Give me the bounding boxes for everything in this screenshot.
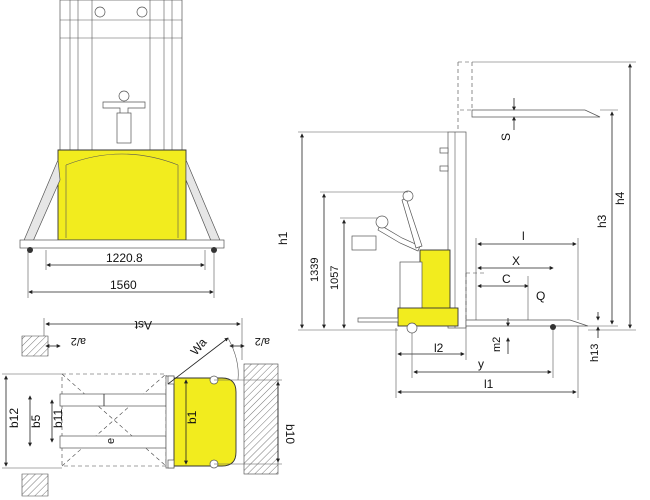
lowered-fork [465, 319, 589, 327]
label-1339: 1339 [309, 258, 321, 282]
label-h3: h3 [595, 214, 609, 228]
label-b12: b12 [7, 408, 21, 428]
label-s: S [499, 133, 513, 141]
label-1057: 1057 [329, 266, 341, 290]
platform-housing [399, 261, 423, 311]
label-l2: l2 [434, 341, 444, 355]
dim-1560: 1560 [110, 278, 137, 292]
label-l: l [522, 229, 525, 243]
label-y: y [478, 357, 484, 371]
left-outrigger [21, 159, 61, 249]
operator-platform [357, 317, 399, 323]
side-base [397, 307, 459, 327]
front-view: 1220.8 1560 [19, 0, 225, 298]
side-view: h1 1339 1057 h3 h4 S h13 l X [276, 61, 636, 398]
label-a2-right: a/2 [255, 335, 270, 347]
top-body [173, 377, 237, 467]
top-fork-upper [59, 393, 167, 407]
label-b5: b5 [29, 414, 43, 428]
side-mast [447, 131, 467, 329]
label-b1: b1 [185, 410, 199, 424]
top-view: Ast a/2 a/2 Wa b12 b5 b11 e b1 b10 [2, 318, 297, 497]
label-b11: b11 [51, 409, 65, 428]
load-outline [61, 373, 167, 467]
raised-fork [471, 109, 601, 118]
side-body [419, 249, 451, 311]
label-h13: h13 [589, 344, 601, 362]
dim-1220-8: 1220.8 [106, 251, 143, 265]
label-e: e [105, 438, 117, 444]
tiller-arm [116, 112, 132, 144]
label-l1: l1 [484, 377, 494, 391]
label-h1: h1 [276, 231, 290, 245]
base-bar [19, 239, 225, 249]
right-outrigger [185, 159, 223, 249]
label-q: Q [536, 289, 545, 303]
label-x: X [512, 254, 520, 268]
side-tiller-grip [375, 215, 389, 229]
label-m2: m2 [491, 337, 503, 352]
label-c: C [502, 272, 511, 286]
aisle-wall-bottom [21, 473, 49, 497]
label-b10: b10 [283, 424, 297, 444]
side-tiller-arm [377, 224, 421, 252]
label-h4: h4 [613, 191, 627, 205]
label-a2-left: a/2 [71, 335, 86, 347]
pallet-wall [243, 363, 279, 475]
front-body [57, 149, 187, 241]
raised-carriage [458, 61, 473, 111]
label-ast: Ast [134, 318, 152, 332]
aisle-wall-top [21, 335, 49, 357]
